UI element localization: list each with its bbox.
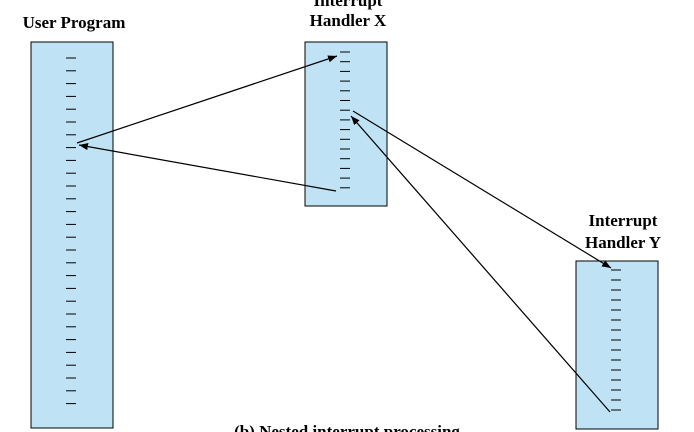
arrow-handler-x-return-to-user: [78, 143, 337, 192]
handler-x-label-line2: Handler X: [309, 11, 387, 30]
arrow-handler-y-return-to-handler-x: [350, 115, 611, 413]
arrow-handler-x-to-handler-y: [352, 110, 612, 269]
handler-x-instructions: [340, 51, 350, 189]
user-program-label: User Program: [22, 13, 126, 32]
handler-y-label-line1: Interrupt: [588, 211, 658, 230]
arrow-user-to-handler-x: [76, 55, 338, 144]
handler-y-instructions: [611, 269, 621, 411]
handler-y-block: [575, 260, 659, 430]
figure-caption: (b) Nested interrupt processing: [234, 422, 460, 432]
handler-x-label-line1: Interrupt: [313, 0, 383, 10]
user-program-block: [30, 41, 114, 429]
handler-y-label-line2: Handler Y: [584, 233, 662, 252]
user-program-instructions: [66, 57, 76, 405]
